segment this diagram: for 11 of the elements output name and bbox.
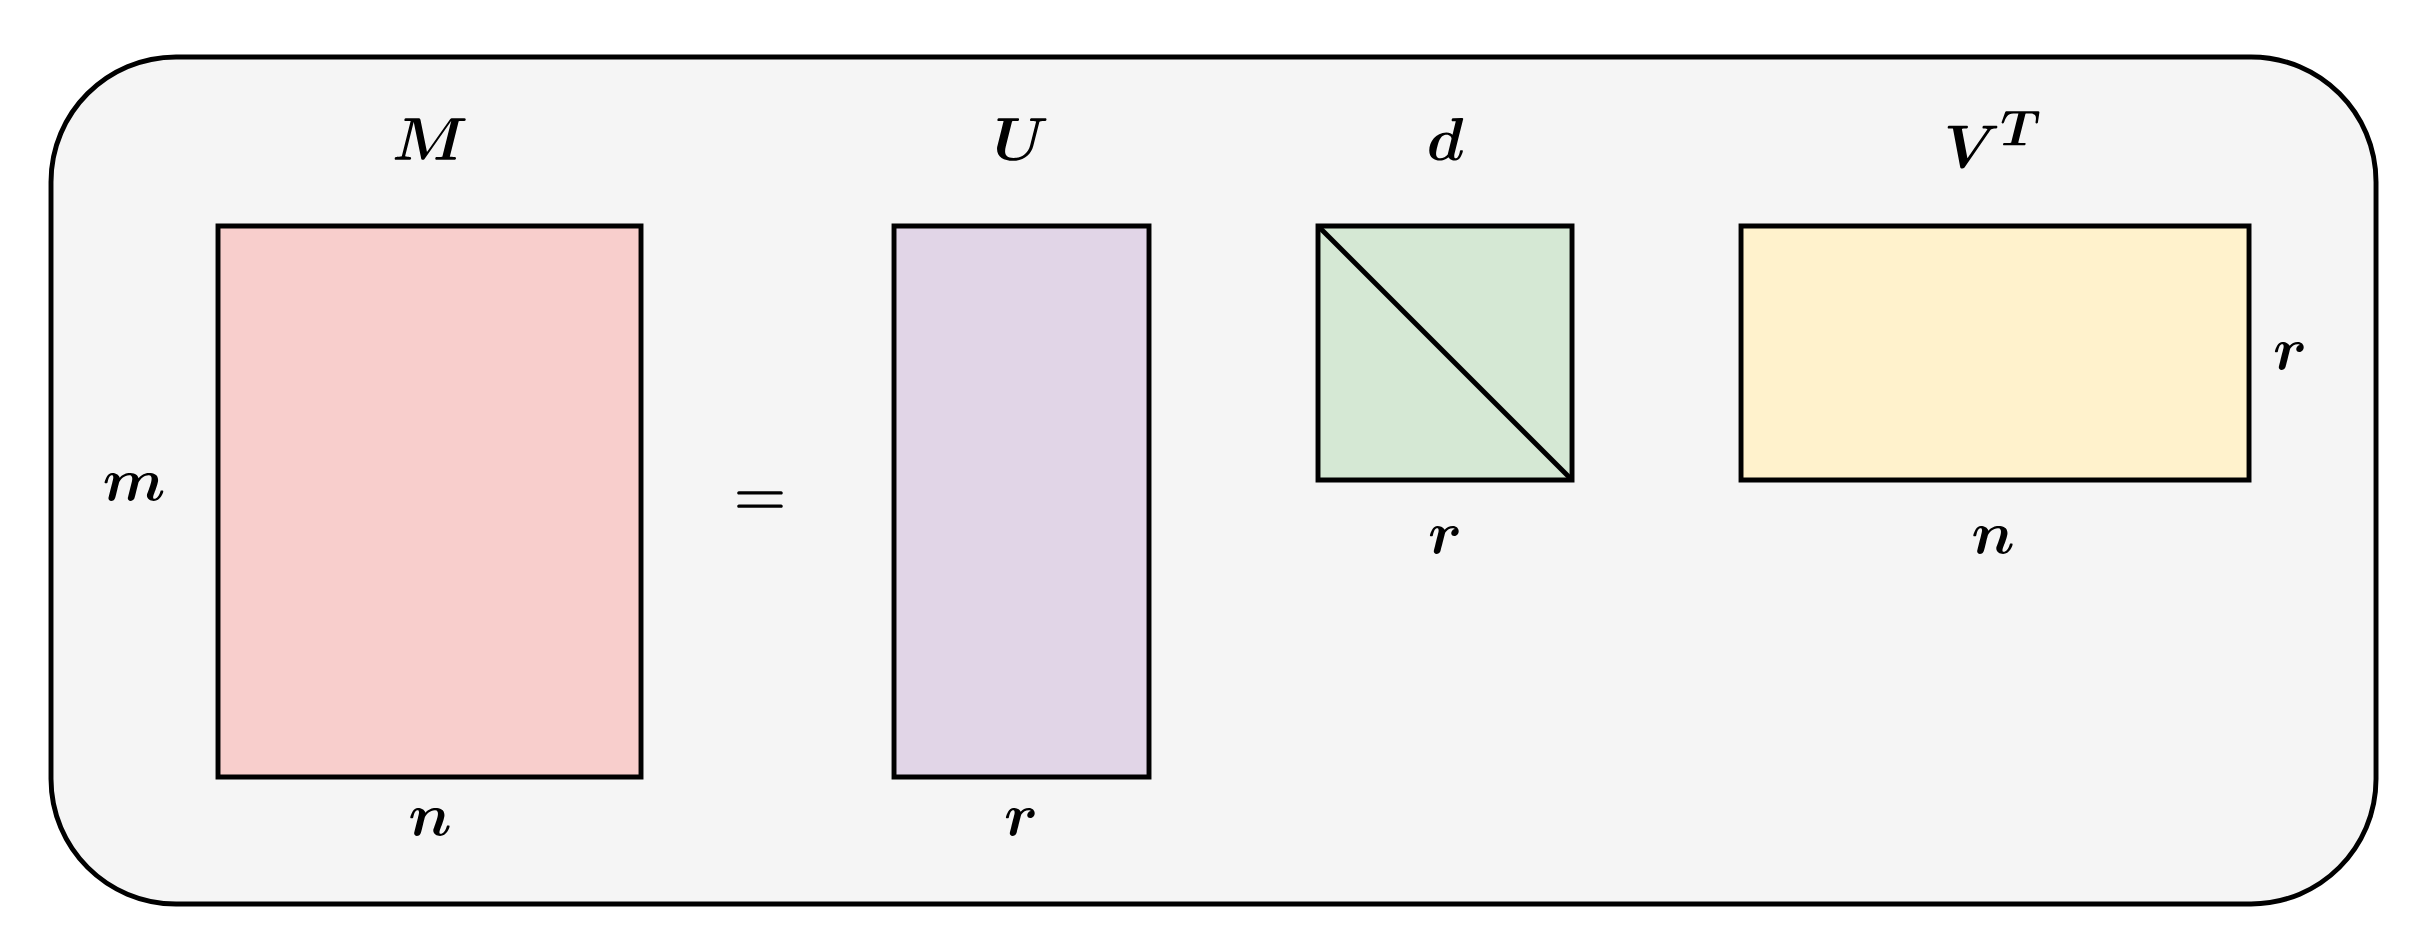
equals-sign: $=$ [737, 491, 783, 508]
dimension-label: $n$ [410, 808, 450, 836]
matrix-label: $V^T$ [1947, 111, 2040, 169]
dimension-label: $m$ [104, 473, 164, 501]
dimension-label: $r$ [1429, 526, 1459, 554]
matrix-label: $M$ [394, 118, 466, 160]
dimension-label: $r$ [2274, 342, 2304, 370]
dimension-label: $n$ [1973, 526, 2013, 554]
dimension-label: $r$ [1005, 808, 1035, 836]
matrix-label: $U$ [997, 118, 1047, 161]
matrix-label: $d$ [1429, 117, 1464, 161]
